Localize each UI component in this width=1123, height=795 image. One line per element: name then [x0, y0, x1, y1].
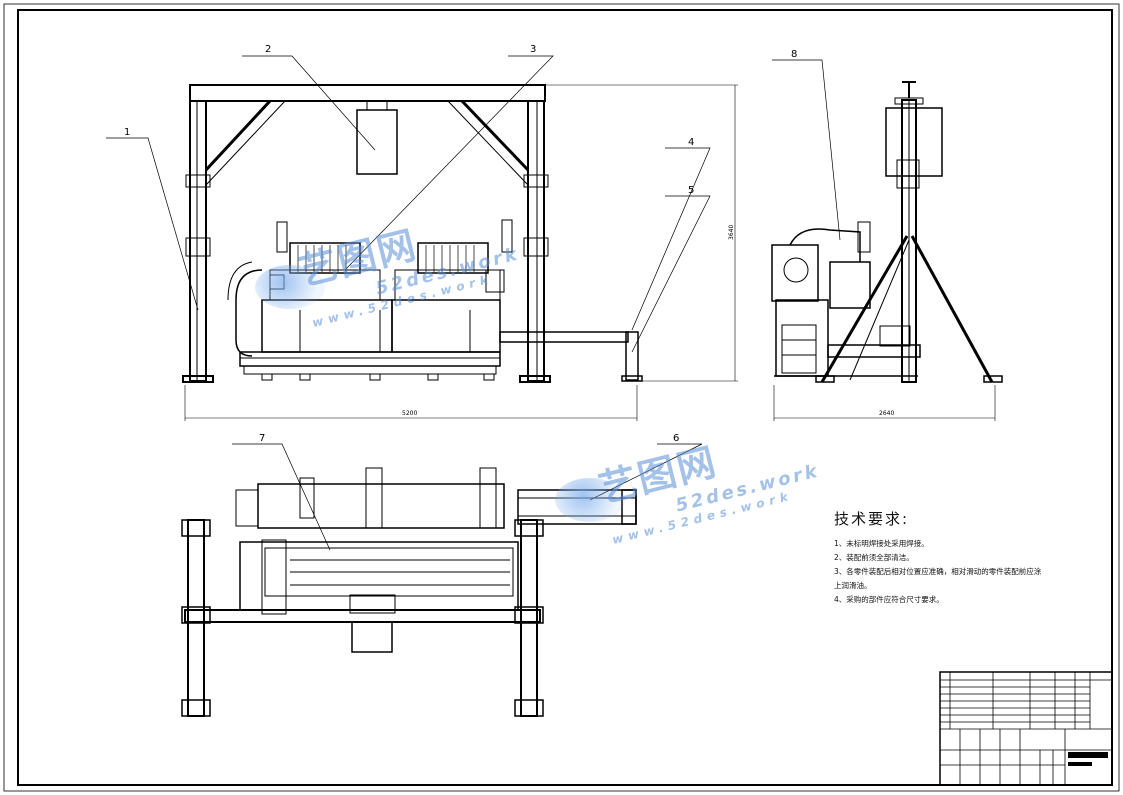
tech-requirements-title: 技术要求:	[834, 510, 910, 528]
outer-border	[3, 3, 1120, 792]
tech-requirement-item: 4、采购的部件应符合尺寸要求。	[834, 595, 944, 604]
balloon-2: 2	[265, 44, 271, 55]
tech-requirement-item: 2、装配前须全部清洁。	[834, 553, 914, 562]
balloon-5: 5	[688, 185, 694, 196]
side-view	[771, 81, 1003, 421]
front-view	[182, 84, 738, 421]
dim-front-height: 3640	[728, 225, 735, 240]
tech-requirement-item: 上润滑油。	[834, 581, 872, 590]
dim-side-width: 2640	[879, 410, 894, 417]
balloon-4: 4	[688, 137, 694, 148]
tech-requirement-item: 1、未标明焊接处采用焊接。	[834, 539, 929, 548]
balloon-1: 1	[124, 127, 130, 138]
balloon-8: 8	[791, 49, 797, 60]
balloon-3: 3	[530, 44, 536, 55]
dim-front-width: 5200	[402, 410, 417, 417]
tech-requirements: 技术要求: 1、未标明焊接处采用焊接。 2、装配前须全部清洁。 3、各零件装配后…	[834, 508, 1074, 607]
balloon-6: 6	[673, 433, 679, 444]
balloon-7: 7	[259, 433, 265, 444]
title-block	[939, 671, 1113, 786]
watermark-logo-icon	[255, 265, 325, 309]
inner-border	[17, 9, 1113, 786]
tech-requirement-item: 3、各零件装配后相对位置应准确，相对滑动的零件装配前应涂	[834, 567, 1042, 576]
watermark-logo-icon	[555, 478, 625, 522]
